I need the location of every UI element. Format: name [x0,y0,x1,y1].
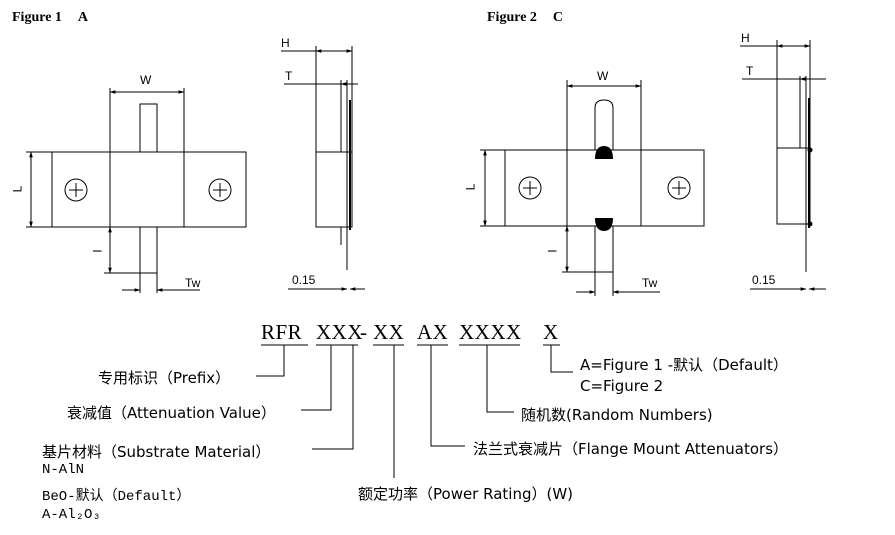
code-prefix: RFR [261,320,303,344]
figure2-tab-bump-top [595,146,613,159]
legend-random: 随机数(Random Numbers) [521,406,713,424]
figure2-top-view [480,80,705,296]
figure1-side-view [281,46,365,291]
legend-figure-a: A=Figure 1 -默认（Default） [580,356,788,374]
dim-l-fig1: l [90,249,105,253]
figure1-top-view [26,88,247,293]
mount-hole-left [64,178,88,202]
figure2-side-view [740,40,826,291]
figure2-title: Figure 2 C [487,10,563,26]
dim-Tw-fig1: Tw [185,276,201,290]
code-random: XXXX [459,320,522,344]
dim-T-fig2: T [746,64,754,78]
legend-attenuation: 衰减值（Attenuation Value） [67,404,276,422]
code-attenuation: XXX [316,320,363,344]
part-code-leaders [256,344,573,478]
dim-H-fig1: H [281,36,290,50]
dim-thickness-fig2: 0.15 [752,273,776,287]
legend-substrate: 基片材料（Substrate Material） [42,443,271,461]
figure1-label: Figure 1 [12,10,62,25]
substrate-option-beo: BeO-默认（Default） [42,489,191,505]
code-dash: - [360,320,368,344]
mount-hole-left [518,176,542,200]
dim-H-fig2: H [741,31,750,45]
legend-power: 额定功率（Power Rating）(W) [358,485,574,503]
dim-l-fig2: l [545,249,560,253]
figure1-variant: A [77,10,89,25]
mount-hole-right [667,176,691,200]
mount-hole-right [208,178,232,202]
dim-T-fig1: T [285,69,293,83]
legend-figure-c: C=Figure 2 [580,377,664,395]
substrate-option-aln: N-AlN [42,462,85,478]
figure1-title: Figure 1 A [12,10,88,26]
dim-L-fig1: L [10,185,25,193]
dim-thickness-fig1: 0.15 [292,273,316,287]
figure2-tab-bump-bottom [595,218,613,231]
legend-flange: 法兰式衰减片（Flange Mount Attenuators） [473,440,789,458]
code-power: AX [417,320,449,344]
dim-L-fig2: L [463,183,478,191]
dim-Tw-fig2: Tw [642,276,658,290]
figure2-variant: C [552,10,564,25]
figure2-label: Figure 2 [487,10,537,25]
legend-prefix: 专用标识（Prefix） [98,369,231,387]
code-substrate: XX [373,320,405,344]
dim-W-fig2: W [597,69,609,83]
code-figure: X [543,320,559,344]
dim-W-fig1: W [140,73,152,87]
substrate-option-al2o3: A-Al₂O₃ [42,507,101,523]
